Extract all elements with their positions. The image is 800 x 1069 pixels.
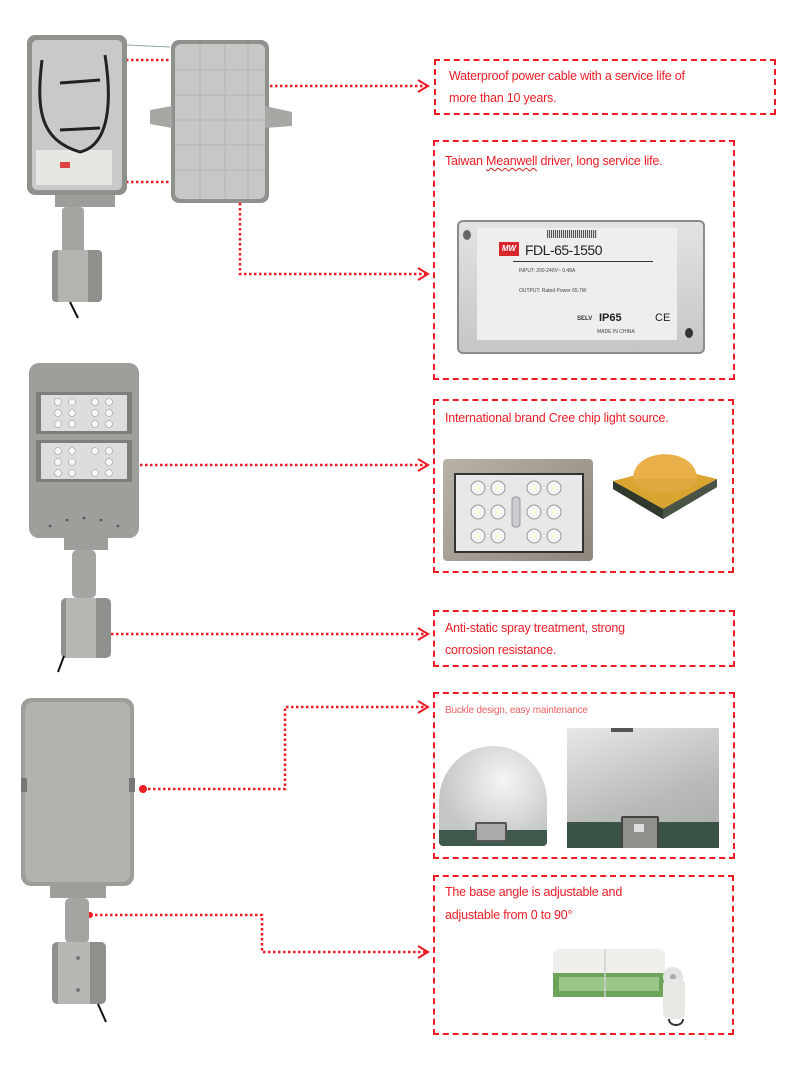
connector-angle [90,913,428,954]
cree-chip-icon [613,454,717,519]
callout-buckle-text: Buckle design, easy maintenance [445,705,588,716]
callout-angle: The base angle is adjustable and adjusta… [433,875,734,1035]
led-board [454,473,584,553]
driver-input-spec: INPUT: 200-240V~ 0.48A [519,268,576,274]
arrowhead-buckle [417,700,430,714]
driver-ce-mark: CE [655,312,671,324]
connector-buckle [143,705,428,791]
callout-driver: Taiwan Meanwell driver, long service lif… [433,140,735,380]
callout-buckle: Buckle design, easy maintenance [433,692,735,859]
connector-driver [101,180,428,276]
arrowhead-cable [417,79,430,93]
arrowhead-driver [417,267,430,281]
buckle-clip [475,822,507,842]
callout-spray: Anti-static spray treatment, strong corr… [433,610,735,667]
buckle-closeup-round-photo [439,746,547,846]
led-module-photo [443,459,593,561]
led-array [470,480,562,544]
callout-cable: Waterproof power cable with a service li… [434,59,776,115]
driver-label: MW FDL-65-1550 INPUT: 200-240V~ 0.48A OU… [477,228,677,340]
buckle-clip [621,816,659,848]
buckle-closeup-photo [567,728,719,848]
driver-selv: SELV [577,316,593,322]
arrowhead-spray [417,627,430,641]
callout-spray-line-1: Anti-static spray treatment, strong [445,621,625,635]
callout-cable-line-1: Waterproof power cable with a service li… [449,69,685,83]
callout-driver-title: Taiwan Meanwell driver, long service lif… [445,150,663,172]
page-number-mark: 1 [704,1036,708,1042]
callout-driver-text-after: driver, long service life. [537,154,663,168]
marker-dot-buckle [139,785,147,793]
arrowhead-cree [417,458,430,472]
meanwell-logo: MW [499,242,519,256]
screw-hole-icon [685,328,693,338]
callout-driver-brand: Meanwell [485,154,538,168]
callout-cree: International brand Cree chip light sour… [433,399,734,573]
arrowhead-angle [417,945,430,959]
driver-label-rule [513,261,653,262]
callout-angle-line-2: adjustable from 0 to 90° [445,908,573,922]
callout-cree-text: International brand Cree chip light sour… [445,411,669,425]
driver-photo: MW FDL-65-1550 INPUT: 200-240V~ 0.48A OU… [457,220,705,354]
driver-output-spec: OUTPUT: Rated Power 65.7W [519,288,587,294]
driver-ip-rating: IP65 [599,312,622,324]
driver-model: FDL-65-1550 [525,242,603,258]
callout-driver-text-before: Taiwan [445,154,486,168]
callout-cable-line-2: more than 10 years. [449,91,557,105]
driver-barcode [547,230,597,238]
callout-angle-line-1: The base angle is adjustable and [445,885,623,899]
driver-made-in: MADE IN CHINA [597,329,635,335]
screw-hole-icon [463,230,471,240]
lamp-side-view-photo [553,949,685,1026]
callout-spray-line-2: corrosion resistance. [445,643,557,657]
